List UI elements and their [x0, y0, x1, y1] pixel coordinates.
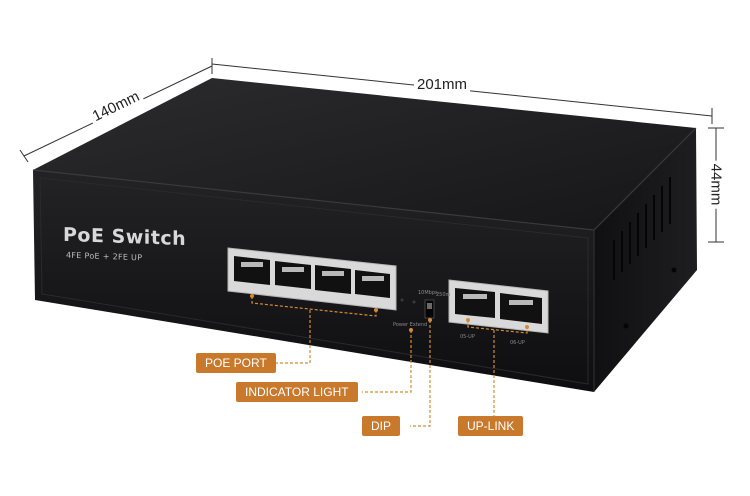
uplink-port-block — [448, 279, 549, 334]
poe-port-callout: POE PORT — [196, 353, 276, 373]
leader-lines — [251, 296, 528, 427]
dip-callout: DIP — [362, 416, 401, 436]
uplink-callout: UP-LINK — [458, 416, 524, 436]
power-led — [400, 298, 404, 302]
device-side-face — [594, 128, 697, 392]
height-dimension-label: 44mm — [707, 160, 725, 209]
uplink-label-5: 05-UP — [460, 334, 475, 340]
product-title: PoE Switch — [63, 223, 187, 251]
extend-led — [412, 300, 416, 304]
indicator-light-callout: INDICATOR LIGHT — [236, 382, 358, 402]
dip-label-left: 10Mbps — [418, 290, 438, 296]
device-top-face — [33, 78, 696, 230]
dip-label-right: 250m — [436, 292, 451, 298]
width-dimension-label: 201mm — [414, 76, 471, 93]
side-vents — [613, 177, 671, 280]
uplink-label-6: 06-UP — [510, 340, 525, 346]
led-labels: Power Extend — [393, 322, 428, 328]
poe-port-block — [227, 247, 397, 311]
